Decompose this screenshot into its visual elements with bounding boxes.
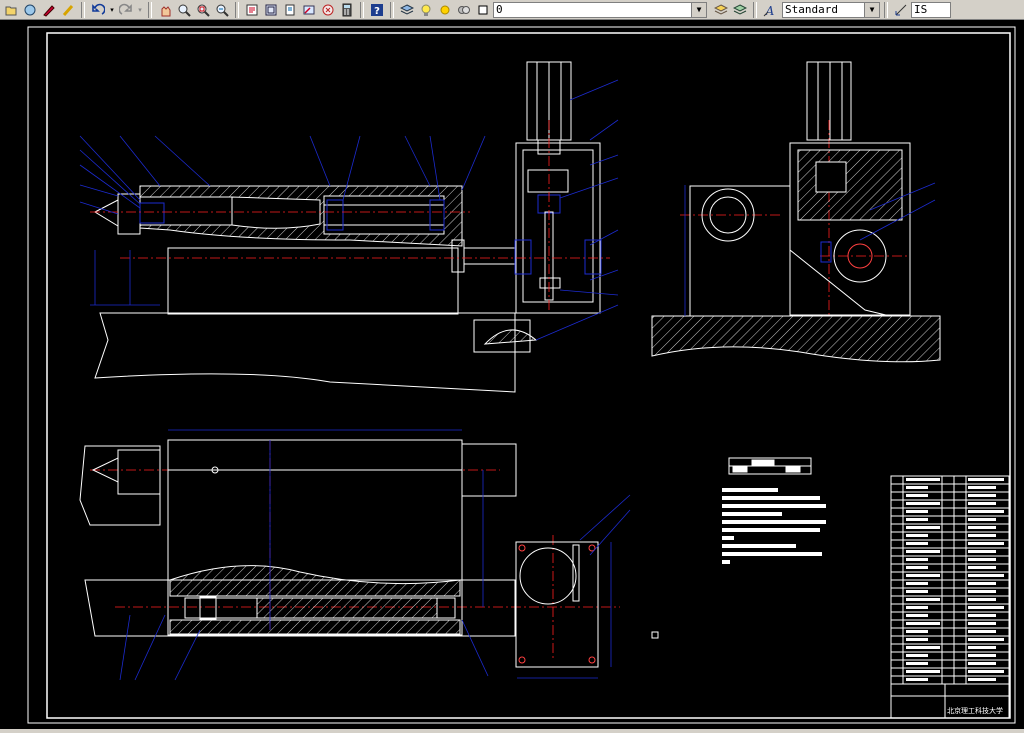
layer-dropdown[interactable]: 0 ▼ <box>493 1 707 18</box>
zoom-window-icon[interactable] <box>194 1 212 19</box>
layer-manager-icon[interactable] <box>398 1 416 19</box>
toolbar-separator <box>148 1 152 18</box>
tool-palettes-icon[interactable] <box>281 1 299 19</box>
properties-icon[interactable] <box>243 1 261 19</box>
color-swatch-icon[interactable] <box>474 1 492 19</box>
bom-title-block <box>890 475 1010 719</box>
brush-icon[interactable] <box>40 1 58 19</box>
side-view <box>651 61 941 363</box>
svg-text:A: A <box>765 4 775 17</box>
technical-notes <box>722 488 826 564</box>
redo-dropdown-icon[interactable]: ▾ <box>138 5 142 14</box>
sheet-set-icon[interactable] <box>319 1 337 19</box>
zoom-previous-icon[interactable] <box>213 1 231 19</box>
command-line-strip <box>0 729 1024 733</box>
make-current-layer-icon[interactable] <box>712 1 730 19</box>
outer-frame <box>27 26 1016 724</box>
toolbar-separator <box>360 1 364 18</box>
toolbar-separator <box>753 1 757 18</box>
open-icon[interactable] <box>2 1 20 19</box>
text-style-name: Standard <box>785 3 838 16</box>
lightbulb-icon[interactable] <box>417 1 435 19</box>
chevron-down-icon[interactable]: ▼ <box>691 2 706 17</box>
undo-icon[interactable] <box>89 1 107 19</box>
design-center-icon[interactable] <box>262 1 280 19</box>
layer-name: 0 <box>496 3 503 16</box>
front-section-view <box>93 61 602 393</box>
toolbar-separator <box>884 1 888 18</box>
text-style-dropdown[interactable]: Standard ▼ <box>782 1 880 18</box>
chevron-down-icon[interactable]: ▼ <box>864 2 879 17</box>
undo-dropdown-icon[interactable]: ▾ <box>110 5 114 14</box>
folder-icon[interactable] <box>21 1 39 19</box>
toolbar-separator <box>81 1 85 18</box>
layer-previous-icon[interactable] <box>731 1 749 19</box>
redo-icon[interactable] <box>117 1 135 19</box>
inner-frame <box>46 32 1011 719</box>
dim-style-icon[interactable] <box>892 1 910 19</box>
title-block-school: 北京理工科技大学 <box>947 706 1003 715</box>
help-icon[interactable]: ? <box>368 1 386 19</box>
dim-style-dropdown[interactable]: IS <box>911 1 951 18</box>
top-view <box>79 439 659 668</box>
standard-toolbar: ▾ ▾ ? <box>0 0 1024 20</box>
zoom-realtime-icon[interactable] <box>175 1 193 19</box>
drawing-canvas[interactable]: 北京理工科技大学 <box>0 20 1024 733</box>
toolbar-separator <box>235 1 239 18</box>
match-properties-icon[interactable] <box>59 1 77 19</box>
lock-icon[interactable] <box>455 1 473 19</box>
pan-icon[interactable] <box>156 1 174 19</box>
toolbar-separator <box>390 1 394 18</box>
calculator-icon[interactable] <box>338 1 356 19</box>
text-style-icon[interactable]: A <box>761 1 779 19</box>
dimension-lines <box>79 79 936 681</box>
dim-style-name: IS <box>914 3 928 16</box>
parameter-table <box>728 457 812 475</box>
markup-icon[interactable] <box>300 1 318 19</box>
svg-text:?: ? <box>374 6 380 17</box>
sun-icon[interactable] <box>436 1 454 19</box>
